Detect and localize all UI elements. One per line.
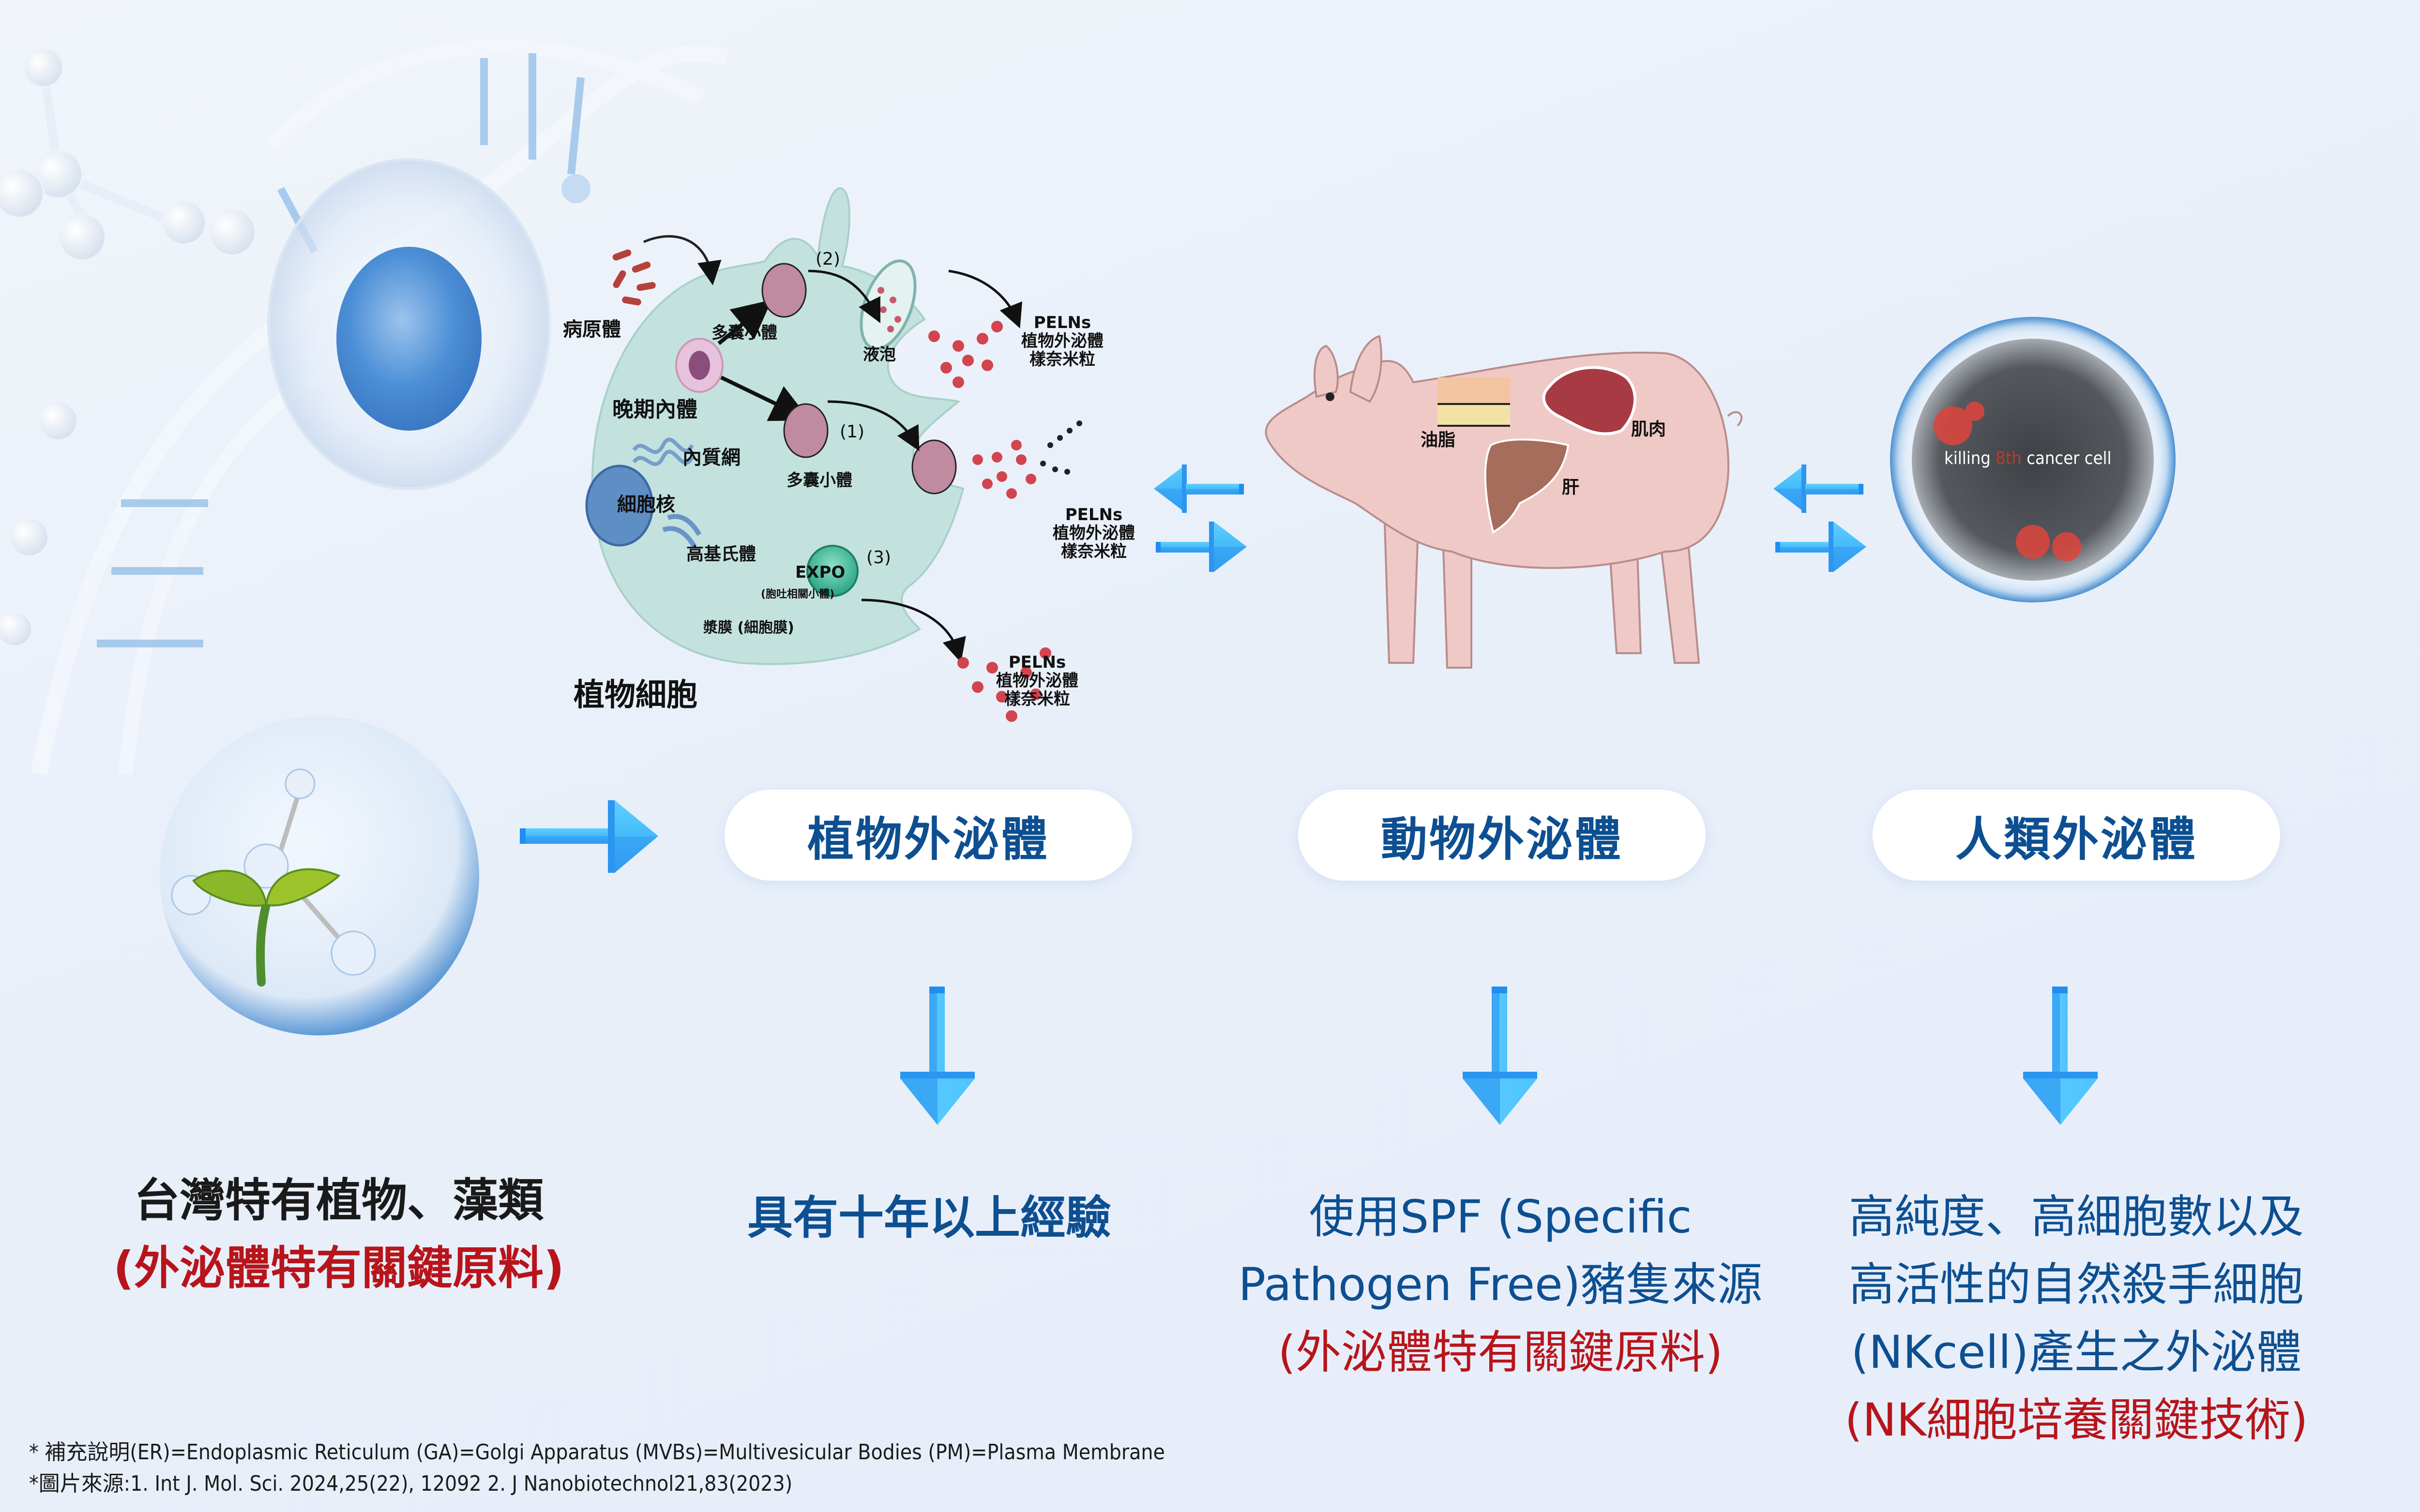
footnote-abbreviations: * 補充說明(ER)=Endoplasmic Reticulum (GA)=Go… bbox=[29, 1440, 1165, 1465]
caption-human-line-1: 高純度、高細胞數以及 bbox=[1848, 1191, 2304, 1243]
peln-label-1: PELNs 植物外泌體 樣奈米粒 bbox=[1021, 314, 1104, 369]
peln-label-1-desc2: 樣奈米粒 bbox=[1029, 350, 1095, 370]
peln-label-2: PELNs 植物外泌體 樣奈米粒 bbox=[1053, 506, 1135, 561]
peln-label-2-desc2: 樣奈米粒 bbox=[1061, 542, 1127, 562]
liver-icon bbox=[1484, 438, 1570, 534]
peln-label-2-desc: 植物外泌體 bbox=[1053, 524, 1135, 543]
footnote-image-source: *圖片來源:1. Int J. Mol. Sci. 2024,25(22), 1… bbox=[29, 1471, 793, 1496]
peln-label-3-desc: 植物外泌體 bbox=[996, 671, 1078, 691]
label-golgi: 高基氏體 bbox=[686, 544, 756, 564]
nucleus-icon bbox=[585, 464, 654, 547]
caption-human-line-4: (NK細胞培養關鍵技術) bbox=[1845, 1394, 2308, 1447]
caption-source: 台灣特有植物、藻類 (外泌體特有關鍵原料) bbox=[97, 1167, 581, 1302]
nk-caption-prefix: killing bbox=[1944, 449, 1996, 468]
label-expo-note: (胞吐相關小體) bbox=[761, 588, 835, 600]
label-route-3: (3) bbox=[866, 548, 891, 568]
peln-particles bbox=[928, 321, 1051, 722]
label-mvb-top: 多囊小體 bbox=[711, 323, 777, 343]
bidirectional-arrow-icon bbox=[1154, 464, 1247, 572]
plant-sprout-bubble bbox=[160, 716, 479, 1035]
caption-animal-line-3: (外泌體特有關鍵原料) bbox=[1278, 1326, 1723, 1379]
caption-plant: 具有十年以上經驗 bbox=[711, 1184, 1147, 1252]
pill-animal-exosome: 動物外泌體 bbox=[1298, 790, 1706, 881]
label-fat: 油脂 bbox=[1421, 430, 1456, 450]
arrow-down-icon bbox=[900, 987, 975, 1125]
arrow-down-icon bbox=[2023, 987, 2098, 1125]
label-liver: 肝 bbox=[1562, 478, 1580, 497]
label-route-1: (1) bbox=[840, 422, 864, 442]
caption-animal-line-2: Pathogen Free)豬隻來源 bbox=[1238, 1258, 1763, 1311]
pill-human-exosome: 人類外泌體 bbox=[1873, 790, 2280, 881]
muscle-icon bbox=[1542, 366, 1637, 435]
arrow-down-icon bbox=[1463, 987, 1537, 1125]
nk-caption-suffix: cancer cell bbox=[2021, 449, 2112, 468]
mvb-icon bbox=[911, 439, 957, 494]
bidirectional-arrow-icon bbox=[1773, 464, 1866, 572]
golgi-icon bbox=[662, 514, 702, 548]
pill-plant-exosome: 植物外泌體 bbox=[725, 790, 1132, 881]
pig-illustration bbox=[1265, 335, 1743, 669]
label-muscle: 肌肉 bbox=[1631, 419, 1666, 439]
label-route-2: (2) bbox=[816, 249, 840, 269]
caption-source-line-1: 台灣特有植物、藻類 bbox=[134, 1174, 544, 1227]
caption-animal-line-1: 使用SPF (Specific bbox=[1309, 1191, 1692, 1243]
cell-icon bbox=[267, 158, 551, 490]
nk-cell-bubble bbox=[1890, 317, 2176, 602]
fat-tissue-icon bbox=[1437, 377, 1510, 427]
er-icon bbox=[632, 437, 694, 466]
caption-human: 高純度、高細胞數以及 高活性的自然殺手細胞 (NKcell)產生之外泌體 (NK… bbox=[1810, 1183, 2343, 1454]
caption-human-line-2: 高活性的自然殺手細胞 bbox=[1848, 1258, 2304, 1311]
label-plasma-membrane: 漿膜 (細胞膜) bbox=[703, 619, 794, 636]
nk-caption-highlight: 8th bbox=[1996, 449, 2022, 468]
caption-source-line-2: (外泌體特有關鍵原料) bbox=[113, 1242, 564, 1295]
label-pathogen: 病原體 bbox=[563, 318, 621, 341]
label-late-endosome: 晚期內體 bbox=[612, 397, 697, 422]
nk-caption: killing 8th cancer cell bbox=[1944, 449, 2112, 468]
water-droplet-icon bbox=[561, 174, 590, 203]
label-mvb-mid: 多囊小體 bbox=[786, 471, 852, 490]
plant-cell-title: 植物細胞 bbox=[574, 677, 697, 713]
peln-label-3-name: PELNs bbox=[1008, 653, 1066, 672]
peln-label-2-name: PELNs bbox=[1065, 505, 1123, 524]
late-endosome-icon bbox=[675, 338, 724, 393]
molecule-icon bbox=[0, 47, 257, 647]
mvb-icon bbox=[761, 263, 807, 318]
mvb-icon bbox=[783, 403, 829, 458]
plant-cell-diagram bbox=[585, 187, 1082, 722]
caption-human-line-3: (NKcell)產生之外泌體 bbox=[1851, 1326, 2302, 1379]
arrow-right-icon bbox=[520, 800, 658, 873]
peln-label-3-desc2: 樣奈米粒 bbox=[1004, 689, 1070, 709]
caption-animal: 使用SPF (Specific Pathogen Free)豬隻來源 (外泌體特… bbox=[1234, 1183, 1767, 1387]
label-vacuole: 液泡 bbox=[863, 345, 896, 364]
particle-trail bbox=[1040, 420, 1082, 475]
pathogen-icon bbox=[612, 249, 656, 306]
label-er: 內質網 bbox=[682, 447, 741, 469]
label-nucleus: 細胞核 bbox=[617, 494, 675, 516]
peln-label-1-name: PELNs bbox=[1033, 313, 1091, 332]
peln-label-1-desc: 植物外泌體 bbox=[1021, 331, 1104, 351]
expo-icon bbox=[806, 545, 859, 597]
label-expo: EXPO bbox=[795, 563, 846, 582]
caption-plant-line-1: 具有十年以上經驗 bbox=[747, 1192, 1111, 1244]
peln-label-3: PELNs 植物外泌體 樣奈米粒 bbox=[996, 653, 1078, 708]
background-decoration bbox=[0, 39, 728, 776]
sprout-icon bbox=[192, 868, 341, 987]
